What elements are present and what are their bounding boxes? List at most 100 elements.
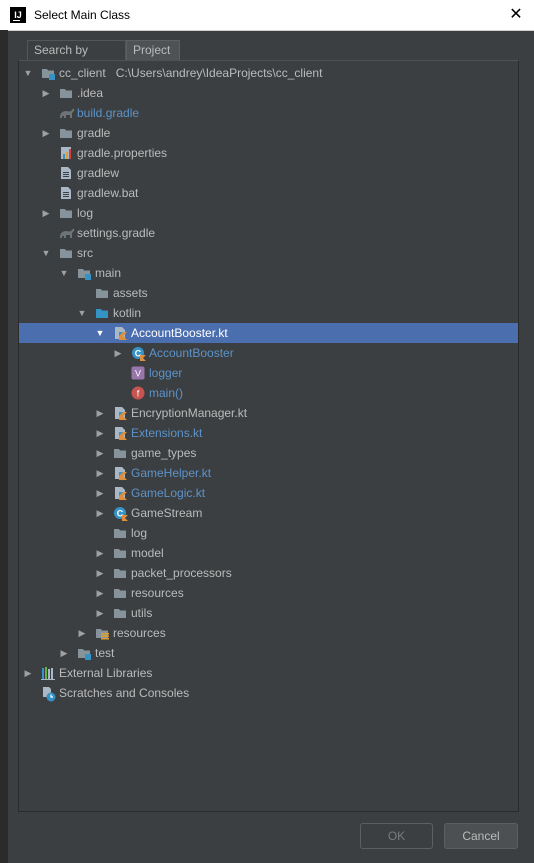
tree-row[interactable]: ▼main — [19, 263, 518, 283]
folder-icon — [95, 286, 109, 300]
expanded-arrow-icon[interactable]: ▼ — [41, 248, 51, 258]
tree-row-label: model — [131, 546, 164, 560]
collapsed-arrow-icon[interactable]: ▶ — [96, 608, 104, 618]
collapsed-arrow-icon[interactable]: ▶ — [96, 468, 104, 478]
folder-icon — [113, 446, 127, 460]
collapsed-arrow-icon[interactable]: ▶ — [96, 508, 104, 518]
folder-icon — [59, 206, 73, 220]
tree-row[interactable]: ▶ resources — [19, 623, 518, 643]
tree-row[interactable]: gradlew.bat — [19, 183, 518, 203]
tree-row[interactable]: assets — [19, 283, 518, 303]
collapsed-arrow-icon[interactable]: ▶ — [114, 348, 122, 358]
collapsed-arrow-icon[interactable]: ▶ — [96, 408, 104, 418]
tree-row-label: External Libraries — [59, 666, 153, 680]
collapsed-arrow-icon[interactable]: ▶ — [78, 628, 86, 638]
tree-row-label: game_types — [131, 446, 197, 460]
tree-row[interactable]: build.gradle — [19, 103, 518, 123]
tree-row-label: assets — [113, 286, 148, 300]
folder-icon — [59, 86, 73, 100]
tree-row-label: resources — [113, 626, 166, 640]
tab-search-by-name[interactable]: Search by Name — [27, 40, 126, 76]
tree-row[interactable]: ▶ log — [19, 203, 518, 223]
tab-project[interactable]: Project — [126, 40, 180, 61]
tree-row[interactable]: ▶EncryptionManager.kt — [19, 403, 518, 423]
collapsed-arrow-icon[interactable]: ▶ — [96, 428, 104, 438]
tree-row[interactable]: ▼ kotlin — [19, 303, 518, 323]
folder-icon — [113, 526, 127, 540]
cancel-button[interactable]: Cancel — [444, 823, 518, 849]
collapsed-arrow-icon[interactable]: ▶ — [96, 568, 104, 578]
expanded-arrow-icon[interactable]: ▼ — [95, 328, 105, 338]
tree-row[interactable]: ▼AccountBooster.kt — [19, 323, 518, 343]
properties-file-icon — [59, 146, 73, 160]
collapsed-arrow-icon[interactable]: ▶ — [96, 548, 104, 558]
tree-row-label: src — [77, 246, 93, 260]
tree-row[interactable]: settings.gradle — [19, 223, 518, 243]
libraries-icon — [41, 666, 55, 680]
tree-row-label: gradlew.bat — [77, 186, 139, 200]
ok-button[interactable]: OK — [360, 823, 433, 849]
tree-row[interactable]: log — [19, 523, 518, 543]
tree-row-label: test — [95, 646, 115, 660]
scratches-icon — [41, 686, 56, 702]
background-ide-strip — [0, 30, 8, 863]
kotlin-file-icon — [113, 406, 127, 420]
resources-folder-icon — [95, 626, 109, 640]
expanded-arrow-icon[interactable]: ▼ — [77, 308, 87, 318]
gradle-icon — [59, 106, 75, 120]
collapsed-arrow-icon[interactable]: ▶ — [96, 588, 104, 598]
tree-row-label: GameLogic.kt — [131, 486, 206, 500]
gradle-icon — [59, 226, 75, 240]
tree-row-label: gradle — [77, 126, 111, 140]
svg-text:C: C — [135, 349, 142, 359]
collapsed-arrow-icon[interactable]: ▶ — [42, 128, 50, 138]
expanded-arrow-icon[interactable]: ▼ — [59, 268, 69, 278]
tree-row[interactable]: ▶ test — [19, 643, 518, 663]
close-button[interactable]: ✕ — [509, 6, 523, 23]
tree-row-label: build.gradle — [77, 106, 140, 120]
tree-row[interactable]: ▶ Extensions.kt — [19, 423, 518, 443]
kotlin-file-icon — [113, 466, 127, 480]
tree-row[interactable]: ▶GameHelper.kt — [19, 463, 518, 483]
tree-row[interactable]: ▶resources — [19, 583, 518, 603]
collapsed-arrow-icon[interactable]: ▶ — [96, 488, 104, 498]
tree-row-label: Extensions.kt — [131, 426, 203, 440]
tree-row[interactable]: ▶ game_types — [19, 443, 518, 463]
collapsed-arrow-icon[interactable]: ▶ — [42, 88, 50, 98]
tree-row-label: logger — [149, 366, 183, 380]
tree-row[interactable]: Scratches and Consoles — [19, 683, 518, 703]
project-path: C:\Users\andrey\IdeaProjects\cc_client — [115, 66, 323, 80]
collapsed-arrow-icon[interactable]: ▶ — [96, 448, 104, 458]
tree-row[interactable]: ▼ src — [19, 243, 518, 263]
tree-row[interactable]: ▶ GameLogic.kt — [19, 483, 518, 503]
collapsed-arrow-icon[interactable]: ▶ — [24, 668, 32, 678]
title-bar: IJ Select Main Class ✕ — [0, 0, 534, 31]
tree-row[interactable]: ▶ utils — [19, 603, 518, 623]
text-file-icon — [59, 166, 73, 180]
tree-row[interactable]: ▶ External Libraries — [19, 663, 518, 683]
tree-row[interactable]: ▶packet_processors — [19, 563, 518, 583]
expanded-arrow-icon[interactable]: ▼ — [23, 68, 33, 78]
tree-row[interactable]: ▶.idea — [19, 83, 518, 103]
collapsed-arrow-icon[interactable]: ▶ — [42, 208, 50, 218]
folder-icon — [59, 126, 73, 140]
collapsed-arrow-icon[interactable]: ▶ — [60, 648, 68, 658]
tree-row-label: kotlin — [113, 306, 142, 320]
svg-text:C: C — [117, 509, 124, 519]
folder-icon — [113, 586, 127, 600]
kotlin-file-icon — [113, 486, 127, 500]
tree-row[interactable]: ▶ model — [19, 543, 518, 563]
tree-row-label: utils — [131, 606, 153, 620]
kotlin-class-icon: C — [131, 346, 146, 361]
tree-row-label: log — [77, 206, 94, 220]
tree-row[interactable]: gradle.properties — [19, 143, 518, 163]
tree-row[interactable]: ▶ gradle — [19, 123, 518, 143]
tree-row[interactable]: gradlew — [19, 163, 518, 183]
